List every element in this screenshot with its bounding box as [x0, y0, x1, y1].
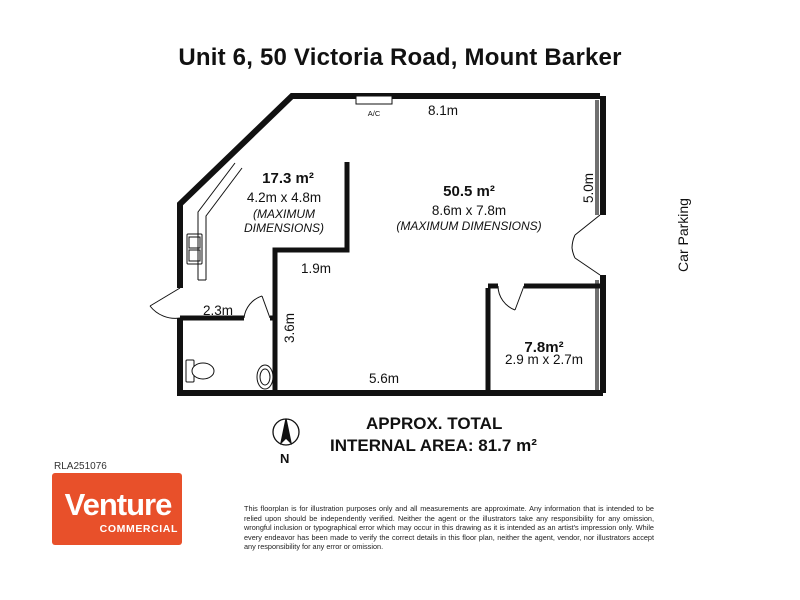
- disclaimer-text: This floorplan is for illustration purpo…: [244, 504, 654, 552]
- left-room-note-1: (MAXIMUM: [253, 207, 315, 221]
- small-room-door: [497, 285, 525, 311]
- ac-unit: [355, 95, 393, 105]
- measure-top: 8.1m: [428, 103, 458, 118]
- total-area-line1: APPROX. TOTAL: [366, 414, 503, 433]
- compass-icon: [272, 418, 300, 446]
- double-door: [571, 214, 601, 276]
- kitchen-counter: [197, 162, 243, 281]
- car-parking-label: Car Parking: [675, 198, 691, 272]
- main-room-area: 50.5 m²: [443, 183, 495, 200]
- logo-sub-text: COMMERCIAL: [99, 523, 178, 535]
- outer-walls: [177, 93, 606, 396]
- main-room-note: (MAXIMUM DIMENSIONS): [396, 219, 541, 233]
- main-room-dims: 8.6m x 7.8m: [432, 203, 506, 218]
- right-windows: [595, 100, 599, 390]
- venture-logo: Venture COMMERCIAL: [52, 473, 182, 545]
- small-room-dims: 2.9 m x 2.7m: [505, 352, 583, 367]
- measure-right: 5.0m: [581, 173, 596, 203]
- left-door: [149, 287, 181, 319]
- logo-brand-text: Venture: [64, 487, 173, 522]
- page-title: Unit 6, 50 Victoria Road, Mount Barker: [178, 44, 622, 71]
- total-area-line2: INTERNAL AREA: 81.7 m²: [330, 436, 537, 455]
- measure-bottom: 5.6m: [369, 371, 399, 386]
- reference-code: RLA251076: [54, 461, 107, 472]
- left-room-note-2: DIMENSIONS): [244, 221, 324, 235]
- toilet-icon: [185, 359, 215, 383]
- measure-toilet-width: 2.3m: [203, 303, 233, 318]
- basin-icon: [256, 364, 274, 390]
- measure-inner-left: 1.9m: [301, 261, 331, 276]
- ac-label: A/C: [368, 109, 381, 118]
- compass-north-label: N: [280, 451, 290, 466]
- sink-icon: [186, 233, 203, 265]
- small-room-area: 7.8m²: [524, 339, 563, 356]
- toilet-door: [243, 295, 271, 319]
- inner-walls: [180, 162, 603, 393]
- total-area: APPROX. TOTAL INTERNAL AREA: 81.7 m²: [330, 413, 537, 457]
- left-room-dims: 4.2m x 4.8m: [247, 190, 321, 205]
- measure-toilet-height: 3.6m: [282, 313, 297, 343]
- left-room-area: 17.3 m²: [262, 170, 314, 187]
